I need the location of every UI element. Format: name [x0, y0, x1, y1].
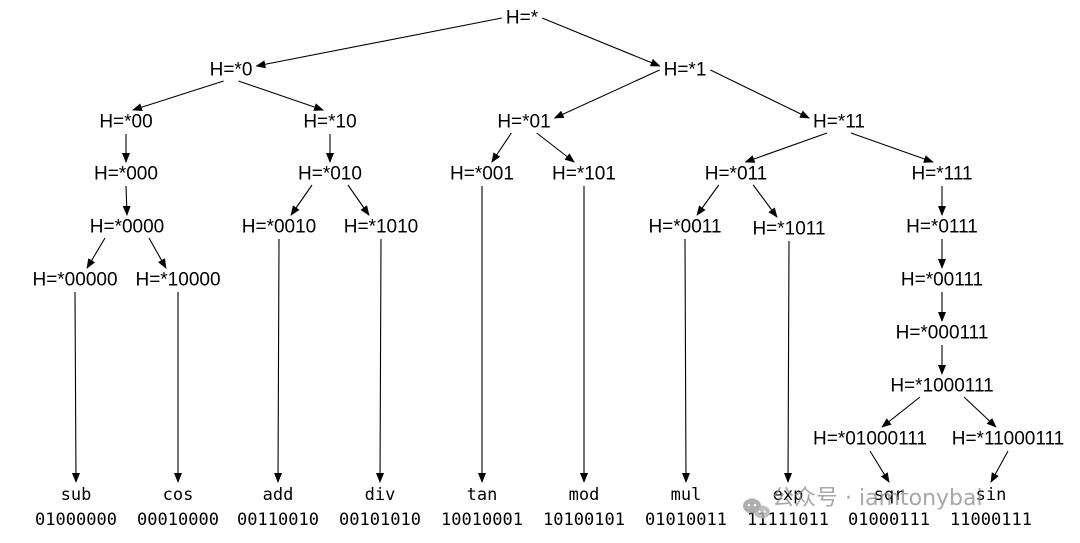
tree-node: H=*11000111 — [952, 429, 1065, 450]
edge-n011-n0011 — [696, 184, 720, 216]
leaf-tan: tan 10010001 — [441, 485, 523, 530]
leaf-name: tan — [467, 485, 498, 505]
edge-n011-n1011 — [752, 184, 778, 218]
leaf-code: 01010011 — [645, 510, 727, 530]
leaf-add: add 00110010 — [237, 485, 319, 530]
edge-n1000111-n11000111 — [963, 396, 997, 428]
tree-node: H=*011 — [705, 164, 768, 185]
leaf-code: 01000000 — [35, 510, 117, 530]
leaf-name: add — [263, 485, 294, 505]
leaf-div: div 00101010 — [339, 485, 421, 530]
tree-node: H=*000 — [94, 164, 158, 185]
tree-node: H=*0011 — [648, 217, 721, 238]
leaf-sqr: sqr 01000111 — [848, 485, 930, 530]
edge-n010-n1010 — [347, 184, 370, 216]
edge-n00000-sub — [71, 291, 80, 483]
edge-n1010-div — [376, 238, 385, 483]
edge-n000-n0000 — [122, 185, 131, 216]
leaf-code: 00010000 — [137, 510, 219, 530]
tree-node: H=*111 — [911, 164, 972, 185]
leaf-code: 00101010 — [339, 510, 421, 530]
tree-node: H=*1010 — [344, 217, 418, 238]
tree-node: H=*101 — [552, 164, 616, 185]
leaf-name: exp — [773, 485, 804, 505]
tree-node: H=*10 — [303, 112, 356, 133]
tree-node: H=*10000 — [135, 270, 220, 291]
tree-node: H=* — [506, 8, 539, 29]
tree-node: H=*000111 — [896, 323, 989, 344]
edge-n0-n10 — [238, 80, 324, 111]
tree-node: H=*0111 — [906, 217, 978, 238]
edge-n1011-exp — [784, 240, 793, 483]
edge-n1000111-n01000111 — [881, 396, 921, 428]
leaf-code: 10010001 — [441, 510, 523, 530]
leaf-code: 10100101 — [543, 510, 625, 530]
edge-root-n1 — [541, 17, 661, 67]
tree-node: H=*1011 — [752, 219, 825, 240]
edge-n1-n11 — [710, 69, 810, 119]
wechat-icon — [743, 498, 770, 519]
edge-n010-n0010 — [290, 184, 313, 216]
tree-node: H=*0010 — [242, 217, 316, 238]
edge-n0010-add — [274, 238, 283, 483]
tree-node: H=*1000111 — [890, 376, 993, 397]
leaf-cos: cos 00010000 — [137, 485, 219, 530]
leaves-layer: sub 01000000 cos 00010000 add 00110010 div 0010… — [35, 485, 1032, 530]
leaf-name: mul — [671, 485, 702, 505]
edge-n11-n011 — [744, 132, 828, 163]
leaf-sin: sin 11000111 — [950, 485, 1032, 530]
tree-node: H=*11 — [813, 112, 865, 133]
leaf-sub: sub 01000000 — [35, 485, 117, 530]
edge-n0011-mul — [681, 238, 690, 483]
leaf-mul: mul 01010011 — [645, 485, 727, 530]
tree-node: H=*01 — [497, 112, 550, 133]
edge-n01-n101 — [536, 132, 575, 163]
tree-node: H=*00000 — [32, 270, 117, 291]
watermark-text: 公众号 · iamtonybai — [772, 486, 983, 511]
edge-n01000111-sqr — [869, 450, 890, 483]
tree-node: H=*00 — [99, 112, 152, 133]
watermark: 公众号 · iamtonybai — [743, 486, 983, 519]
leaf-name: cos — [163, 485, 194, 505]
leaf-mod: mod 10100101 — [543, 485, 625, 530]
edge-n11000111-sin — [990, 450, 1009, 483]
edges-layer — [71, 17, 1009, 483]
edge-n1-n01 — [553, 69, 660, 119]
tree-node: H=*010 — [298, 164, 362, 185]
leaf-code: 01000111 — [848, 510, 930, 530]
tree-node: H=*1 — [664, 60, 707, 81]
tree-node: H=*00111 — [901, 270, 983, 291]
leaf-code: 11000111 — [950, 510, 1032, 530]
tree-node: H=*001 — [450, 164, 514, 185]
leaf-name: div — [365, 485, 396, 505]
tree-node: H=*0000 — [90, 217, 164, 238]
tree-node: H=*0 — [210, 60, 253, 81]
edge-n0-n00 — [132, 80, 224, 112]
leaf-name: mod — [569, 485, 600, 505]
edge-root-n0 — [255, 17, 502, 69]
leaf-name: sub — [61, 485, 92, 505]
edge-n01-n001 — [491, 132, 512, 163]
leaf-code: 00110010 — [237, 510, 319, 530]
leaf-name: sin — [976, 485, 1007, 505]
leaf-name: sqr — [874, 485, 905, 505]
tree-node: H=*01000111 — [813, 429, 927, 450]
edge-n0000-n00000 — [86, 237, 106, 269]
edge-n0000-n10000 — [148, 237, 167, 269]
edge-n11-n111 — [850, 132, 934, 163]
